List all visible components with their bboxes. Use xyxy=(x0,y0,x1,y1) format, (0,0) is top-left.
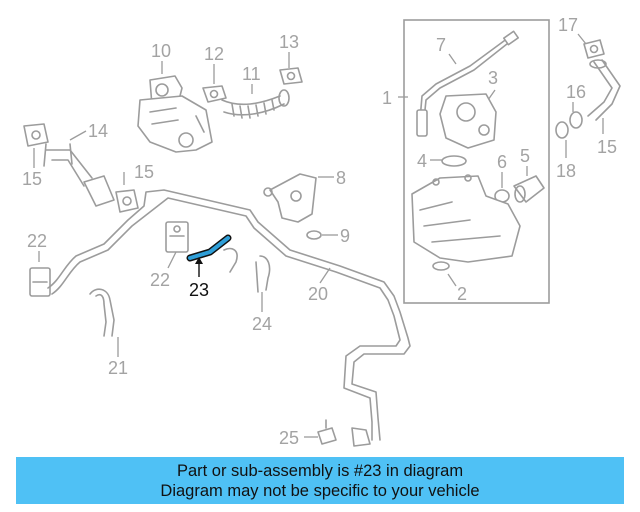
callout-5: 5 xyxy=(520,146,530,166)
assembly-1-box xyxy=(403,19,550,304)
info-banner: Part or sub-assembly is #23 in diagram D… xyxy=(16,457,624,504)
callout-8: 8 xyxy=(336,168,346,188)
part-7-dipstick xyxy=(416,30,520,137)
callout-23: 23 xyxy=(189,280,209,300)
part-3-pump xyxy=(439,93,497,149)
callout-17: 16 xyxy=(566,82,586,102)
part-19-seal xyxy=(555,121,569,139)
callout-25: 25 xyxy=(279,428,299,448)
leader-2 xyxy=(447,273,457,287)
callout-16: 15 xyxy=(597,137,617,157)
callout-22-left: 22 xyxy=(27,231,47,251)
part-15-gasket-right xyxy=(115,189,139,213)
callout-14: 14 xyxy=(88,121,108,141)
leader-20 xyxy=(319,267,331,284)
parts-diagram: 10 12 13 11 14 15 15 8 9 22 22 20 24 21 … xyxy=(22,15,621,448)
leader-14 xyxy=(69,130,87,141)
part-12-gasket xyxy=(202,85,227,103)
part-10-egr-valve xyxy=(137,75,213,153)
callout-11: 11 xyxy=(242,64,261,84)
part-2-seal xyxy=(432,261,450,271)
part-22-solenoid-left xyxy=(29,267,51,297)
leader-18 xyxy=(577,33,587,45)
part-14-egr-pipe xyxy=(43,143,115,207)
callout-10: 10 xyxy=(151,41,171,61)
callout-13: 13 xyxy=(279,32,299,52)
callout-4: 4 xyxy=(417,151,427,171)
callout-12: 12 xyxy=(204,44,224,64)
part-11-flex-pipe xyxy=(221,89,290,119)
part-9-seal xyxy=(306,230,322,240)
callout-21: 21 xyxy=(108,358,128,378)
callout-24: 24 xyxy=(252,314,272,334)
part-8-bracket xyxy=(263,173,317,223)
part-21-hose xyxy=(89,288,115,337)
part-13-gasket xyxy=(279,67,303,85)
callout-18: 17 xyxy=(558,15,578,35)
callout-6: 6 xyxy=(497,152,507,172)
callout-19: 18 xyxy=(556,161,576,181)
part-15-gasket-left xyxy=(23,123,49,147)
banner-line-1: Part or sub-assembly is #23 in diagram xyxy=(176,461,464,480)
callout-20: 20 xyxy=(308,284,328,304)
callout-7: 7 xyxy=(436,35,446,55)
part-23-hose-highlighted xyxy=(186,234,232,277)
callout-15-right: 15 xyxy=(134,162,154,182)
leader-7 xyxy=(448,53,457,65)
part-4-o-ring xyxy=(441,155,467,167)
callout-1: 1 xyxy=(382,88,392,108)
callout-15-left: 15 xyxy=(22,169,42,189)
callout-3: 3 xyxy=(488,68,498,88)
callout-2: 2 xyxy=(457,284,467,304)
part-20-vacuum-line xyxy=(47,189,411,441)
part-18-gasket xyxy=(583,39,605,59)
part-16-pipe xyxy=(587,59,621,121)
part-1-housing xyxy=(411,174,521,263)
part-22-solenoid-center xyxy=(165,221,189,253)
part-5-sleeve xyxy=(513,175,545,203)
callout-22-center: 22 xyxy=(150,270,170,290)
part-24-hose xyxy=(223,247,271,293)
part-25-fitting xyxy=(317,419,371,447)
callout-9: 9 xyxy=(340,226,350,246)
banner-line-2: Diagram may not be specific to your vehi… xyxy=(160,481,480,500)
part-17-clamp xyxy=(569,111,583,129)
